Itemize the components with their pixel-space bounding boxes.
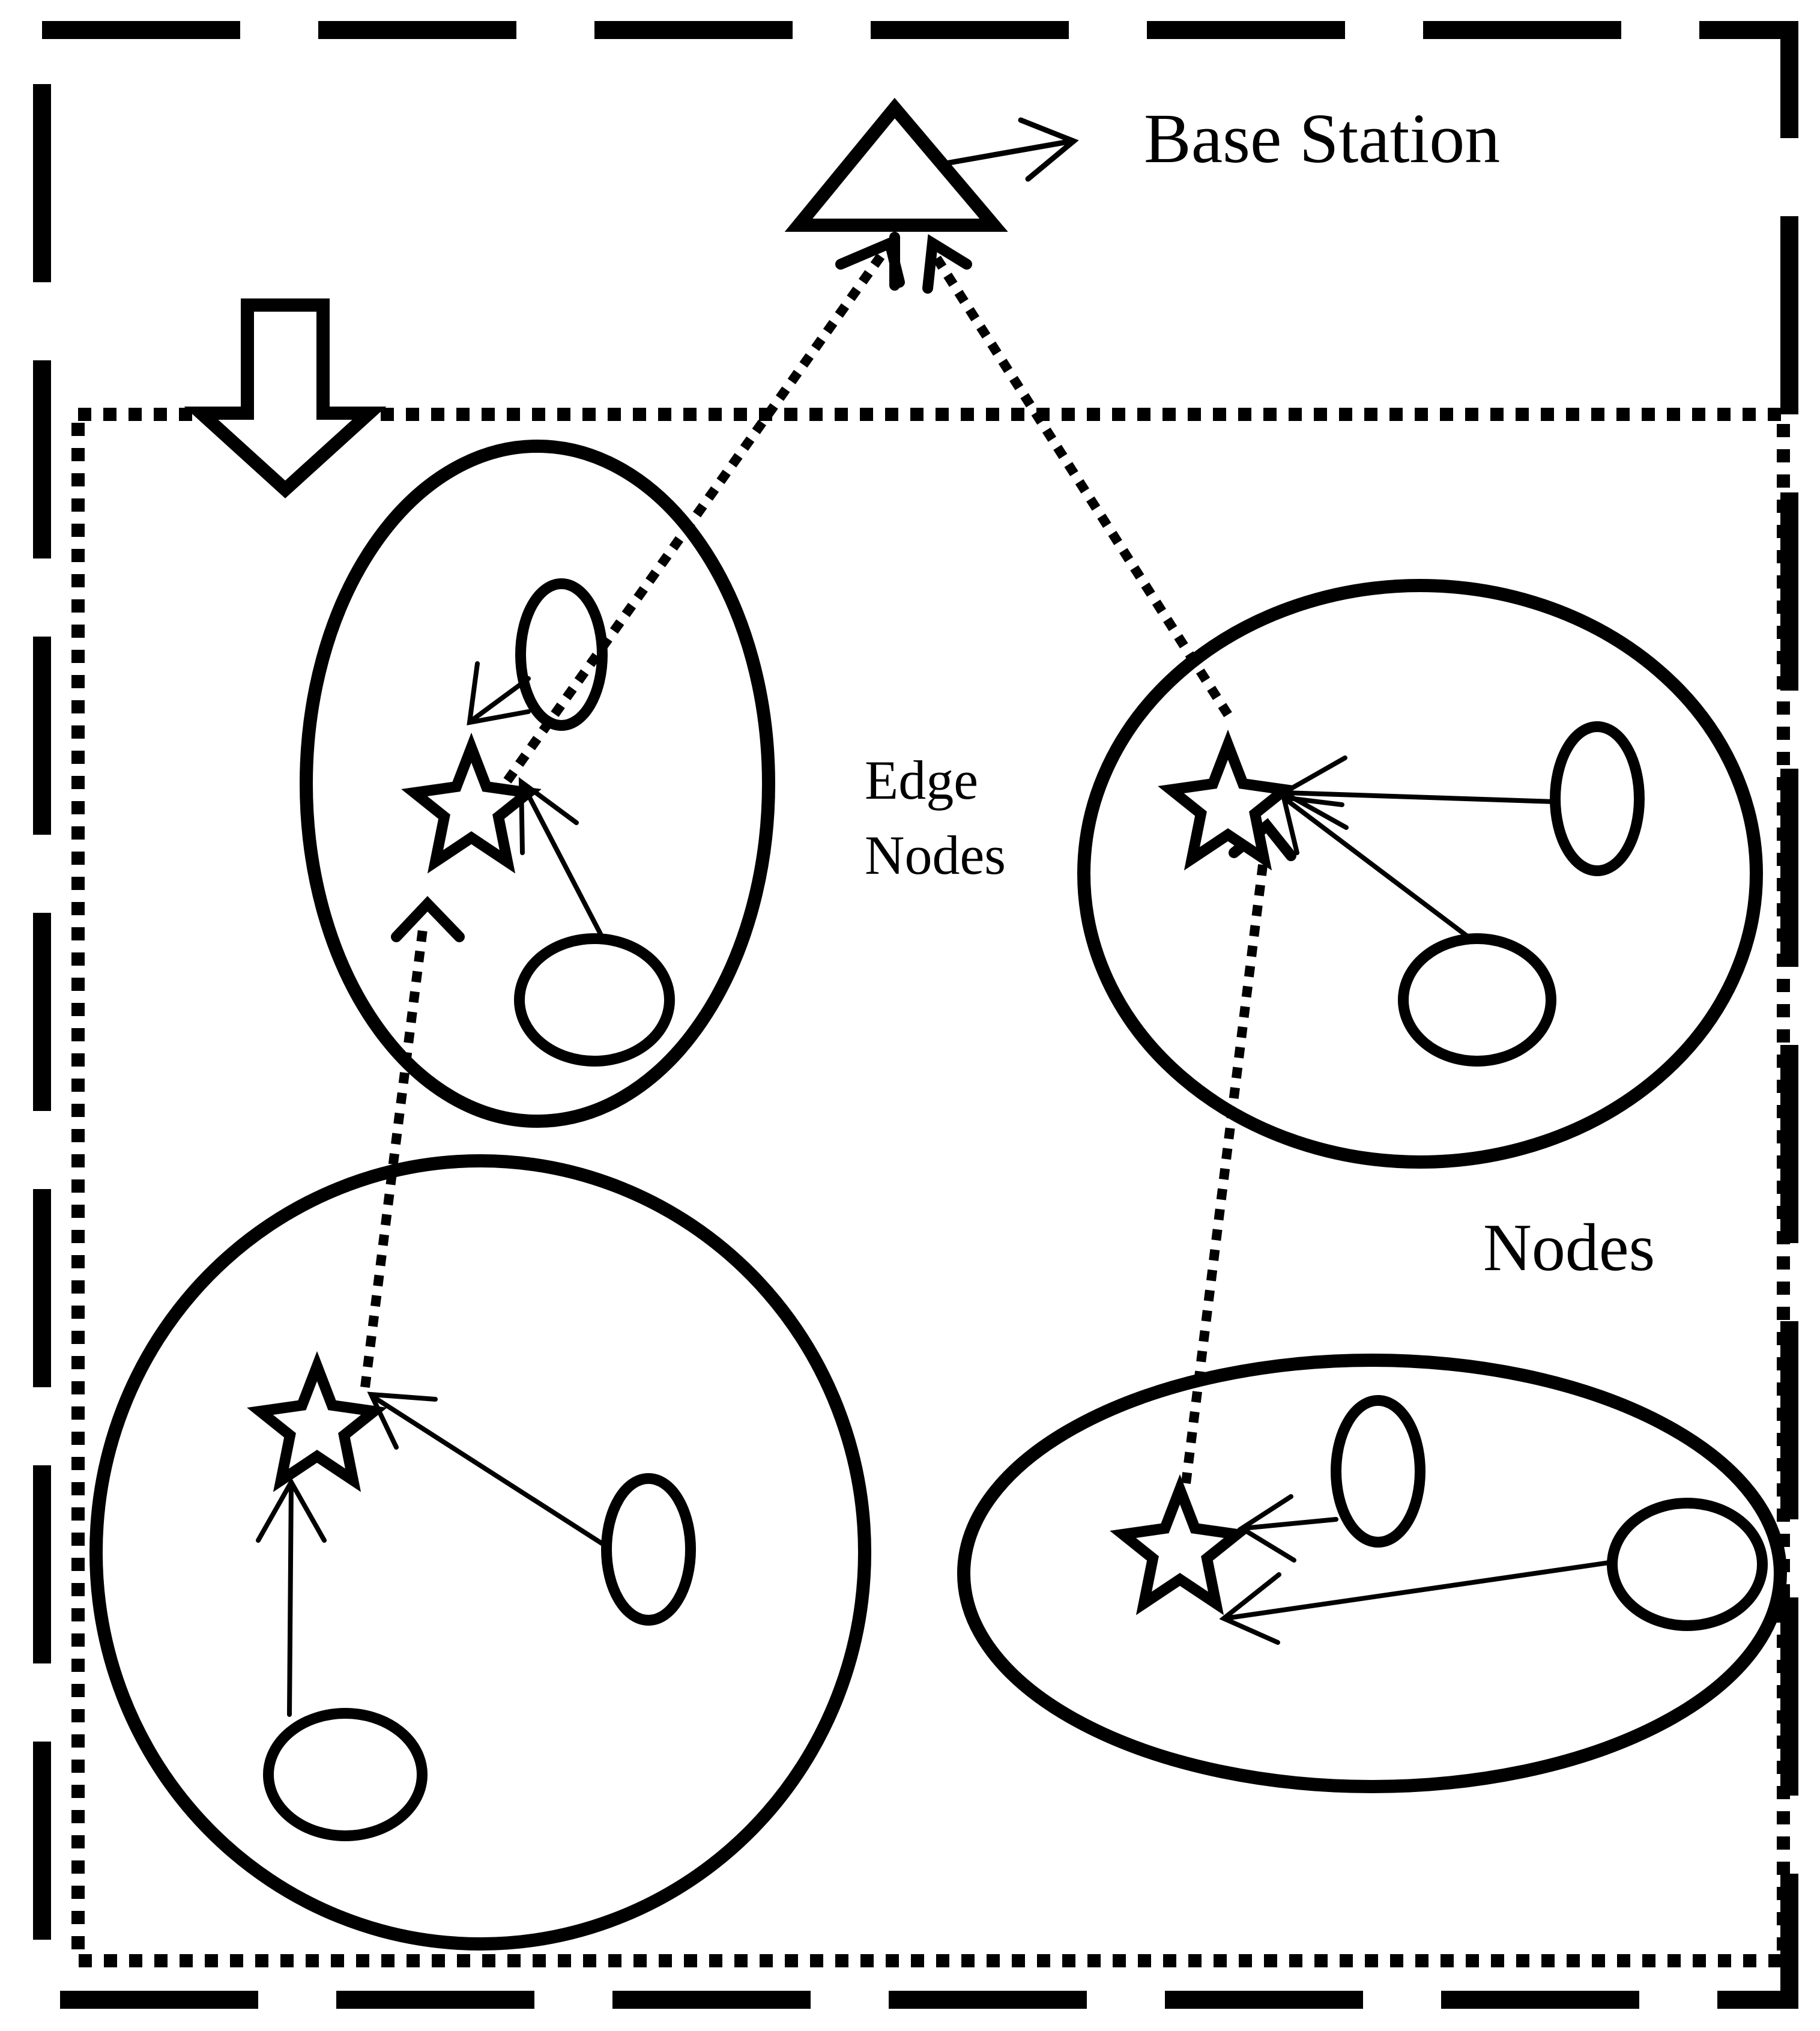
inner-dotted-boundary — [71, 408, 1790, 1967]
outer-dashed-boundary — [33, 21, 1798, 2009]
member-node — [515, 578, 608, 731]
member-node — [601, 1473, 696, 1626]
base-station-pointer-arrow — [943, 117, 1079, 182]
cluster-head-star-icon — [247, 1351, 387, 1492]
cluster-head-star-icon — [1158, 729, 1298, 871]
member-node — [514, 933, 675, 1067]
base-station-label: Base Station — [1144, 99, 1500, 178]
cluster-heads — [247, 729, 1298, 1615]
cluster-bottom-right — [957, 1354, 1787, 1793]
edge-nodes-label-line1: Edge — [865, 749, 978, 811]
base-station-triangle-icon — [784, 97, 1008, 232]
member-node — [1607, 1498, 1768, 1631]
route-arrowheads — [391, 232, 1296, 942]
cluster-head-star-icon — [1110, 1474, 1250, 1615]
cluster-top-left — [300, 440, 775, 1128]
route-tr-to-bs — [933, 255, 1232, 718]
route-bl-to-tl — [360, 924, 428, 1388]
cluster-bottom-left — [89, 1154, 871, 1951]
multi-hop-routes — [360, 246, 1269, 1484]
route-tl-to-bs — [503, 246, 890, 784]
cluster-top-right — [1077, 579, 1763, 1169]
member-node — [263, 1708, 428, 1841]
member-node — [1398, 933, 1556, 1067]
member-node — [1331, 1395, 1425, 1548]
cluster-head-star-icon — [401, 732, 542, 874]
edge-nodes-label-line2: Nodes — [865, 825, 1006, 886]
member-node — [1550, 721, 1645, 876]
route-br-to-tr — [1181, 855, 1269, 1484]
hollow-down-arrow-icon — [184, 298, 387, 498]
nodes-label: Nodes — [1483, 1211, 1655, 1285]
